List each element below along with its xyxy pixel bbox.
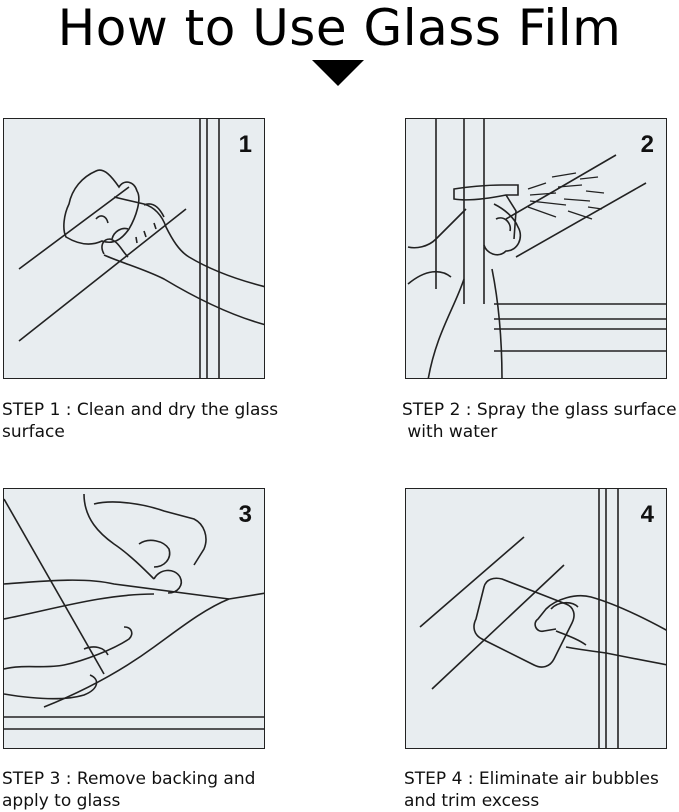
step-3-caption: STEP 3 : Remove backing and apply to gla… (2, 768, 255, 812)
cloth-wiping-hand-icon (18, 119, 264, 378)
step-number: 2 (640, 131, 654, 158)
step-1-caption: STEP 1 : Clean and dry the glass surface (2, 399, 278, 443)
caption-line: and trim excess (404, 791, 540, 811)
step-3-panel: 3 (3, 488, 265, 749)
caption-line: STEP 3 : Remove backing and (2, 769, 256, 789)
caption-line: STEP 2 : Spray the glass surface (402, 400, 677, 420)
step-4-panel: 4 (405, 488, 667, 749)
caption-line: apply to glass (2, 791, 121, 811)
step-2-panel: 2 (405, 118, 667, 379)
down-triangle-arrow-icon (312, 60, 364, 86)
peeling-film-hands-icon (4, 493, 264, 730)
caption-line: STEP 4 : Eliminate air bubbles (404, 769, 659, 789)
caption-line: with water (402, 422, 498, 442)
step-4-caption: STEP 4 : Eliminate air bubbles and trim … (404, 768, 659, 812)
step-number: 1 (238, 131, 252, 158)
page-title: How to Use Glass Film (57, 0, 622, 57)
step-number: 3 (238, 501, 252, 528)
caption-line: surface (2, 422, 65, 442)
spray-bottle-hand-icon (407, 119, 666, 378)
squeegee-card-hand-icon (419, 489, 666, 748)
step-number: 4 (640, 501, 654, 528)
caption-line: STEP 1 : Clean and dry the glass (2, 400, 279, 420)
step-2-caption: STEP 2 : Spray the glass surface with wa… (402, 399, 677, 443)
step-1-panel: 1 (3, 118, 265, 379)
